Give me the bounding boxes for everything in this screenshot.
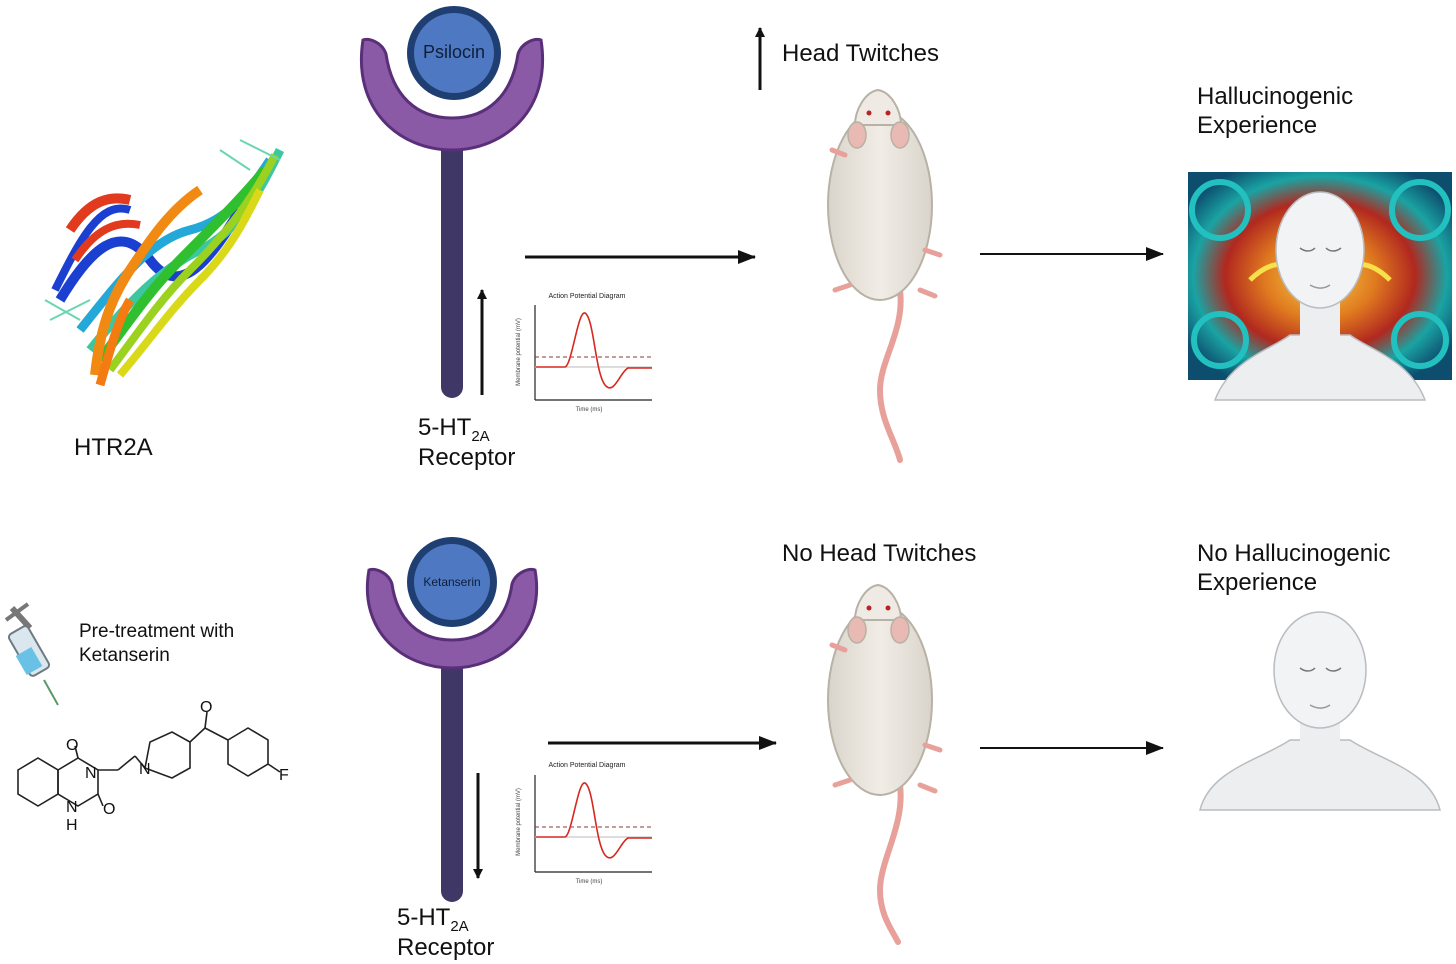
atom-n3: N: [139, 761, 151, 778]
human-head-top: [1213, 191, 1427, 401]
atom-o2: O: [103, 801, 115, 818]
no-head-twitches-label: No Head Twitches: [782, 540, 977, 567]
outcome-label-bottom-line2: Experience: [1197, 569, 1318, 596]
ketanserin-ligand: [407, 537, 497, 627]
human-head-bottom: [1199, 611, 1441, 811]
action-potential-chart-bottom: [534, 775, 652, 873]
receptor-base-top: 5-HT: [418, 414, 472, 441]
receptor-label-top: 5-HT2A: [418, 413, 490, 445]
pretreatment-label-line2: Ketanserin: [79, 645, 170, 666]
atom-h: H: [66, 817, 78, 834]
receptor-label-bottom: 5-HT2A: [397, 903, 469, 935]
ap-ylabel-bottom: Membrane potential (mV): [516, 788, 522, 856]
hallucinogenic-image: [1188, 172, 1452, 401]
atom-o3: O: [200, 699, 212, 716]
outcome-label-top-line1: Hallucinogenic: [1197, 83, 1354, 110]
mouse-bottom: [827, 583, 943, 945]
receptor-5ht2a-bottom: [365, 568, 539, 902]
atom-n1: N: [85, 765, 97, 782]
receptor-base-bottom: 5-HT: [397, 904, 451, 931]
htr2a-label: HTR2A: [74, 434, 153, 461]
action-potential-chart-top: [534, 305, 652, 401]
head-twitches-label: Head Twitches: [782, 40, 939, 67]
psilocin-label: Psilocin: [423, 42, 485, 62]
pretreatment-label-line1: Pre-treatment with: [79, 621, 235, 642]
atom-f: F: [279, 767, 289, 784]
psilocin-ligand: [407, 6, 501, 100]
ketanserin-structure: [17, 711, 281, 807]
ap-title-bottom: Action Potential Diagram: [548, 762, 625, 769]
ap-ylabel-top: Membrane potential (mV): [516, 318, 522, 386]
ap-title-top: Action Potential Diagram: [548, 293, 625, 300]
ketanserin-ligand-label: Ketanserin: [423, 575, 480, 589]
atom-o1: O: [66, 737, 78, 754]
ap-xlabel-top: Time (ms): [576, 407, 603, 413]
receptor-5ht2a-top: [360, 38, 544, 398]
receptor-subscript-bottom: 2A: [450, 918, 469, 935]
outcome-label-top-line2: Experience: [1197, 112, 1318, 139]
syringe-icon: [4, 602, 59, 706]
receptor-label-top-line2: Receptor: [418, 444, 516, 471]
htr2a-protein-structure: [44, 139, 285, 387]
outcome-label-bottom-line1: No Hallucinogenic: [1197, 540, 1391, 567]
receptor-subscript-top: 2A: [471, 428, 490, 445]
receptor-label-bottom-line2: Receptor: [397, 934, 495, 961]
mouse-top: [827, 88, 943, 463]
atom-n2: N: [66, 799, 78, 816]
ap-xlabel-bottom: Time (ms): [576, 879, 603, 885]
